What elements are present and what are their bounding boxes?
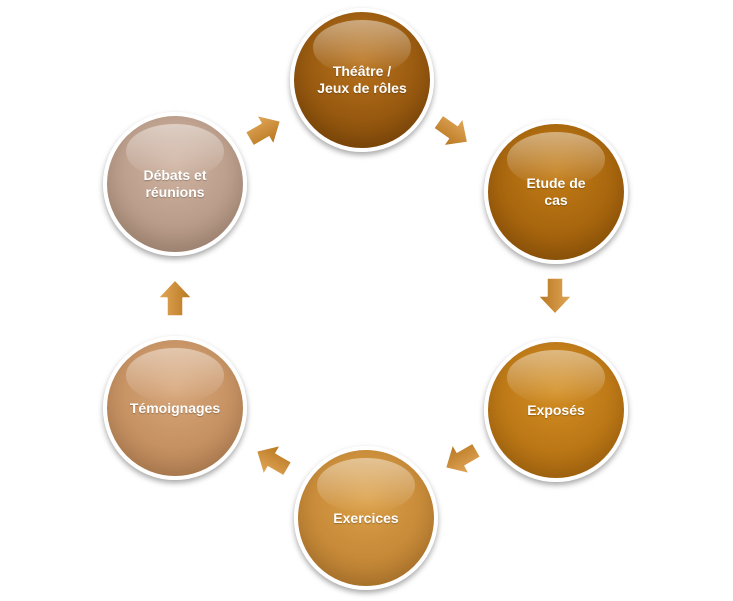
node-theatre-jeux-de-roles: Théâtre / Jeux de rôles: [290, 8, 434, 152]
node-exercices-line-1: Exercices: [333, 509, 399, 526]
node-exposes: Exposés: [484, 338, 628, 482]
arrow-exposes-to-exercices-icon: [434, 432, 489, 487]
arrow-exercices-to-temoignages-icon: [245, 433, 300, 488]
node-debats-line-1: Débats et: [143, 167, 207, 183]
arrow-theatre-to-etude-icon: [425, 104, 481, 160]
arrow-temoignages-to-debats-icon: [155, 278, 195, 318]
node-etude-line-1: Etude de: [526, 175, 586, 191]
node-temoignages-line-1: Témoignages: [129, 399, 221, 416]
arrow-etude-to-exposes-icon: [535, 276, 575, 316]
node-debats-et-reunions: Débats et réunions: [103, 112, 247, 256]
node-theatre-line-1: Théâtre /: [332, 63, 392, 79]
node-temoignages: Témoignages: [103, 336, 247, 480]
node-etude-de-cas: Etude de cas: [484, 120, 628, 264]
node-debats-line-2: réunions: [145, 184, 205, 200]
node-exercices: Exercices: [294, 446, 438, 590]
arrow-debats-to-theatre-icon: [238, 103, 293, 158]
node-theatre-line-2: Jeux de rôles: [317, 80, 407, 96]
node-etude-line-2: cas: [544, 192, 568, 208]
node-exposes-line-1: Exposés: [527, 401, 585, 418]
